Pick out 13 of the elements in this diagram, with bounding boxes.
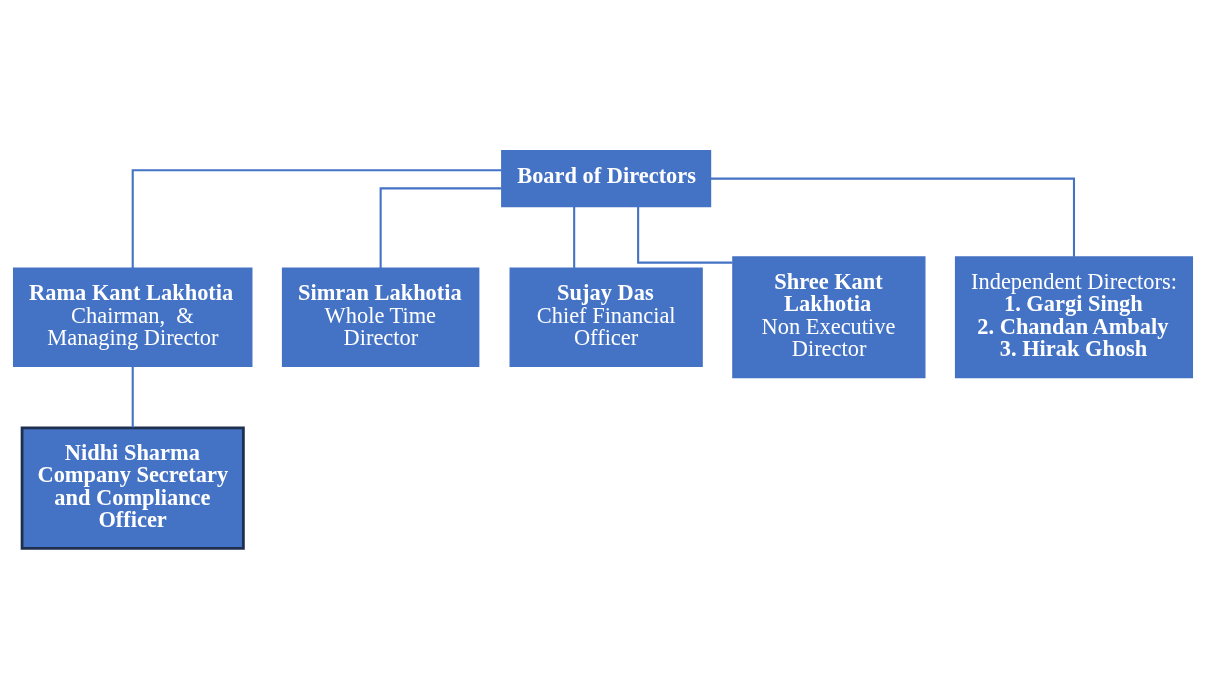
connector <box>131 169 502 268</box>
node-box: Board of Directors <box>501 149 712 208</box>
node-box: Shree Kant Lakhotia Non Executive Director <box>732 256 926 379</box>
connector <box>379 187 502 269</box>
connector <box>131 366 134 428</box>
node-box: Independent Directors: 1. Gargi Singh 2. Chandan Ambaly 3. Hirak Ghosh <box>954 256 1194 379</box>
connector <box>710 177 1076 257</box>
connector <box>573 206 576 268</box>
node-box: Simran Lakhotia Whole Time Director <box>281 267 480 367</box>
connector <box>637 207 733 264</box>
node-box: Sujay Das Chief Financial Officer <box>509 267 703 367</box>
node-box: Nidhi Sharma Company Secretary and Compliance Officer <box>20 426 245 550</box>
node-box: Rama Kant Lakhotia Chairman, & Managing Director <box>12 267 253 367</box>
